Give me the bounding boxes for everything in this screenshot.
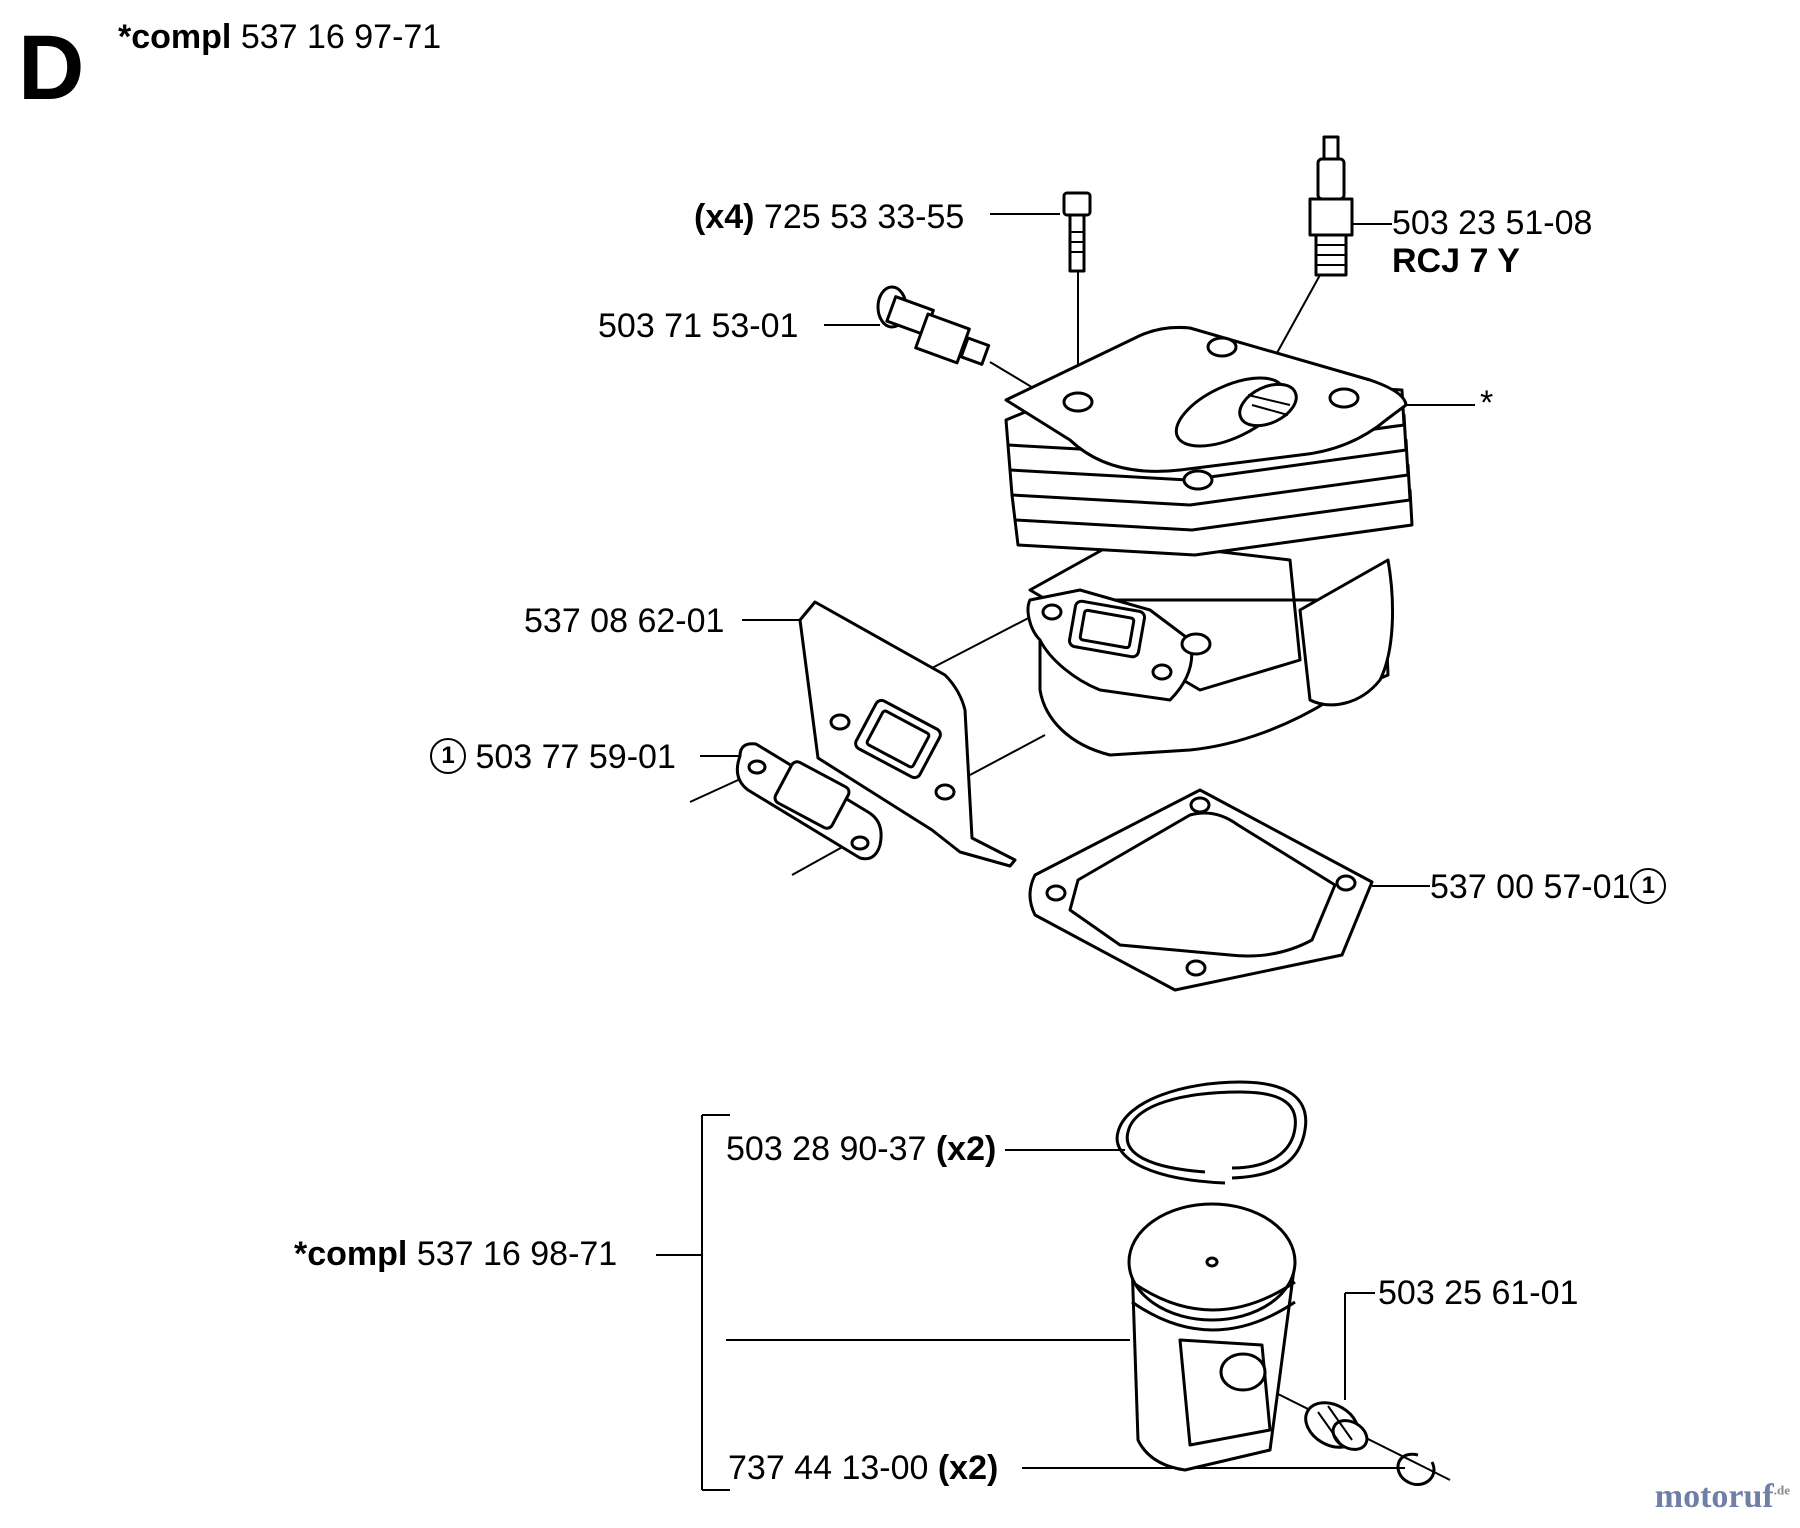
decompression-valve-icon	[876, 285, 991, 366]
piston-ring-qty: (x2)	[935, 1130, 997, 1168]
label-piston-kit: *compl 537 16 98-71	[294, 1237, 617, 1271]
circlip-qty: (x2)	[937, 1449, 999, 1487]
watermark-text: motoruf	[1654, 1478, 1774, 1515]
needle-bearing-icon	[1304, 1401, 1369, 1451]
section-letter: D	[18, 17, 85, 119]
piston-kit-number: 537 16 98-71	[416, 1235, 618, 1273]
bolt-icon	[1062, 191, 1092, 273]
circlip-icon	[1396, 1452, 1436, 1486]
label-bolt: (x4) 725 53 33-55	[694, 200, 964, 234]
label-exhaust-gasket: 1 503 77 59-01	[430, 738, 676, 776]
piston-icon	[1127, 1202, 1297, 1472]
label-spark-plug-type: RCJ 7 Y	[1392, 242, 1520, 280]
exhaust-gasket-icon	[735, 742, 883, 861]
label-circlip: 737 44 13-00 (x2)	[728, 1451, 998, 1485]
cylinder-gasket-icon	[1028, 788, 1374, 992]
exhaust-gasket-number: 503 77 59-01	[475, 738, 676, 776]
header-prefix: *compl	[118, 18, 232, 56]
label-cylinder-star: *	[1480, 384, 1494, 422]
bolt-qty: (x4)	[694, 198, 755, 236]
heat-shield-icon	[798, 600, 1017, 868]
header-number: 537 16 97-71	[240, 18, 442, 56]
label-heat-shield: 537 08 62-01	[524, 602, 725, 640]
label-piston-ring: 503 28 90-37 (x2)	[726, 1132, 996, 1166]
circlip-number: 737 44 13-00	[728, 1449, 929, 1487]
cylinder-icon	[1004, 326, 1414, 757]
assembly-header: *compl 537 16 97-71	[118, 20, 441, 54]
watermark-suffix: .de	[1773, 1482, 1790, 1498]
label-decompression-valve: 503 71 53-01	[598, 307, 799, 345]
label-needle-bearing: 503 25 61-01	[1378, 1274, 1579, 1312]
piston-kit-prefix: *compl	[294, 1235, 408, 1273]
bolt-number: 725 53 33-55	[763, 198, 965, 236]
piston-ring-number: 503 28 90-37	[726, 1130, 927, 1168]
note-marker-icon: 1	[1630, 868, 1667, 905]
cylinder-gasket-number: 537 00 57-01	[1430, 868, 1631, 906]
label-spark-plug-number: 503 23 51-08	[1392, 204, 1593, 242]
note-marker-icon: 1	[430, 738, 466, 775]
watermark-logo: motoruf.de	[1655, 1478, 1790, 1516]
piston-ring-icon	[1115, 1080, 1308, 1185]
spark-plug-icon	[1239, 135, 1354, 421]
